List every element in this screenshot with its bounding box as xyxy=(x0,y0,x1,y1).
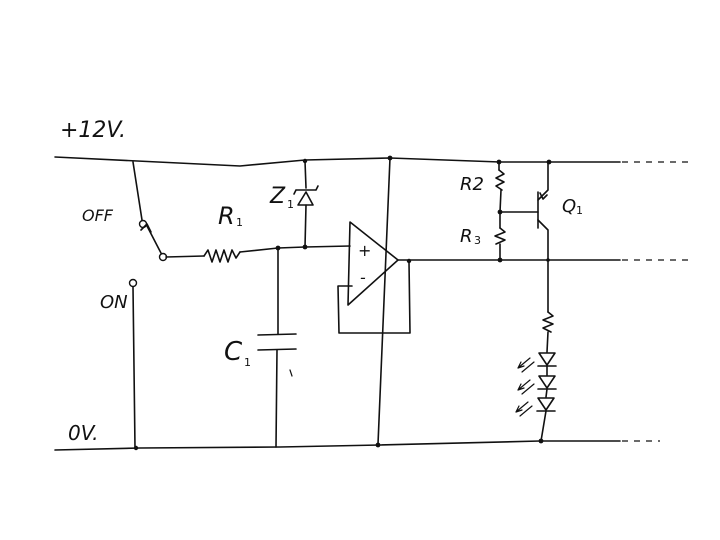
node-zener-supply xyxy=(302,158,308,164)
r3-label: R xyxy=(460,226,473,247)
r2-resistor xyxy=(495,169,505,191)
switch-on-terminal xyxy=(128,278,138,288)
node-led-ground xyxy=(538,438,544,444)
ground-label: 0V. xyxy=(68,421,98,445)
node-q1-supply xyxy=(546,159,552,165)
supply-label: +12V. xyxy=(60,118,126,143)
opamp-minus: - xyxy=(360,268,366,287)
switch-off-lead xyxy=(132,161,143,221)
c1-tick xyxy=(289,369,293,377)
opamp-feedback-loop xyxy=(337,261,411,334)
r1-lead-left xyxy=(165,255,205,258)
led-1-emission-arrows xyxy=(517,357,535,373)
r1-lead-right xyxy=(239,245,351,253)
z1-label-sub: 1 xyxy=(287,198,294,211)
r1-resistor xyxy=(203,249,241,263)
opamp-plus: + xyxy=(358,241,371,260)
led-lead-3 xyxy=(545,388,548,398)
opamp-supply-lead xyxy=(377,157,391,445)
ground-junction-switch xyxy=(133,445,139,451)
led-lead-1 xyxy=(546,331,549,353)
led-2-emission-arrows xyxy=(517,379,535,395)
c1-bottom-lead xyxy=(275,349,278,448)
q1-emitter-arrow xyxy=(539,192,548,200)
switch-lever xyxy=(146,225,163,256)
r3-label-sub: 3 xyxy=(474,234,481,247)
led-2-triangle xyxy=(538,375,556,389)
q1-emitter xyxy=(537,161,549,201)
r1-label-sub: 1 xyxy=(236,216,243,229)
z1-zener-bar xyxy=(293,185,319,195)
c1-label-sub: 1 xyxy=(244,356,251,369)
switch-on-lead xyxy=(132,286,136,449)
q1-collector xyxy=(537,219,549,261)
r2-label: R2 xyxy=(460,174,484,195)
q1-label: Q xyxy=(562,196,576,217)
node-opamp-output xyxy=(406,258,412,264)
led-3-triangle xyxy=(537,397,555,411)
z1-lead-bottom xyxy=(304,204,307,248)
switch-on-label: ON xyxy=(100,292,128,313)
q1-label-sub: 1 xyxy=(576,204,583,217)
r2-lead-bottom xyxy=(499,189,502,213)
c1-label: C xyxy=(224,337,243,367)
switch-off-label: OFF xyxy=(82,206,114,225)
node-r3-output xyxy=(497,257,503,263)
opamp-triangle xyxy=(347,221,399,306)
node-r2-supply xyxy=(496,159,502,165)
z1-zener-body xyxy=(297,191,314,206)
led-series-resistor xyxy=(542,311,554,333)
led-lead-ground xyxy=(540,410,547,442)
c1-plate-top xyxy=(257,333,297,336)
r1-label: R xyxy=(218,202,235,230)
z1-lead-top xyxy=(304,160,307,189)
led-1-triangle xyxy=(538,352,556,366)
node-opamp-ground xyxy=(375,442,381,448)
z1-label: Z xyxy=(269,184,286,209)
r3-resistor xyxy=(494,227,506,245)
ground-rail xyxy=(54,440,621,451)
led-3-emission-arrows xyxy=(515,401,533,417)
node-opamp-supply xyxy=(387,155,393,161)
switch-lever-arrow xyxy=(140,223,152,233)
supply-rail xyxy=(54,156,621,167)
